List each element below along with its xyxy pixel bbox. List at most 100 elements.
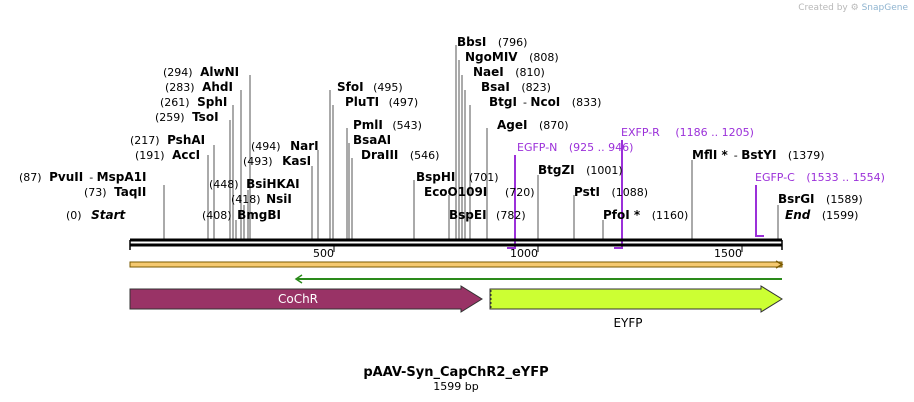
svg-text:BsaI (823): BsaI (823) bbox=[481, 80, 551, 94]
svg-text:PfoI * (1160): PfoI * (1160) bbox=[603, 208, 688, 222]
svg-text:BtgI- NcoI (833): BtgI- NcoI (833) bbox=[489, 95, 601, 109]
label-bsphi: BspHI bbox=[416, 170, 455, 184]
pos-nari: (494) bbox=[251, 140, 281, 153]
feature-cochr-label: CoChR bbox=[278, 292, 318, 306]
label-ngomiv: NgoMIV bbox=[465, 50, 518, 64]
pos-tsoi: (259) bbox=[155, 111, 185, 124]
pos-sfoi: (495) bbox=[373, 81, 403, 94]
svg-text:BsaAI: BsaAI bbox=[353, 133, 391, 147]
label-ncoi: NcoI bbox=[530, 95, 560, 109]
primer-egfp-c-range: (1533 .. 1554) bbox=[806, 171, 885, 184]
watermark-brand: SnapGene bbox=[861, 3, 908, 13]
label-pluti: PluTI bbox=[345, 95, 379, 109]
svg-text:(73) TaqII: (73) TaqII bbox=[84, 185, 146, 199]
label-bsrgi: BsrGI bbox=[778, 192, 815, 206]
map-length: 1599 bp bbox=[433, 380, 478, 393]
label-acci: AccI bbox=[172, 148, 200, 162]
label-kasi: KasI bbox=[282, 154, 311, 168]
label-tsoi: TsoI bbox=[192, 110, 218, 124]
svg-text:PluTI (497): PluTI (497) bbox=[345, 95, 418, 109]
svg-text:(261) SphI: (261) SphI bbox=[160, 95, 227, 109]
pos-psti: (1088) bbox=[611, 186, 648, 199]
label-alwni: AlwNI bbox=[200, 65, 239, 79]
ruler-tick-1500: 1500 bbox=[714, 247, 742, 260]
svg-text:(191) AccI: (191) AccI bbox=[135, 148, 200, 162]
ruler-tick-1000: 1000 bbox=[510, 247, 538, 260]
primer-labels: EGFP-N (925 .. 946) EXFP-R (1186 .. 1205… bbox=[517, 126, 885, 184]
label-nari: NarI bbox=[290, 139, 319, 153]
map-title: pAAV-Syn_CapChR2_eYFP bbox=[363, 365, 548, 380]
label-pvuii: PvuII bbox=[49, 170, 83, 184]
pos-start: (0) bbox=[66, 209, 82, 222]
label-end: End bbox=[785, 208, 811, 222]
svg-text:(720): (720) bbox=[505, 186, 535, 199]
label-pfoi: PfoI * bbox=[603, 208, 641, 222]
svg-text:BsrGI (1589): BsrGI (1589) bbox=[778, 192, 863, 206]
svg-text:BspEI (782): BspEI (782) bbox=[449, 208, 526, 222]
svg-text:(259) TsoI: (259) TsoI bbox=[155, 110, 219, 124]
feature-eyfp-label: EYFP bbox=[613, 316, 642, 330]
svg-text:PmlI (543): PmlI (543) bbox=[353, 118, 422, 132]
pos-naei: (810) bbox=[515, 66, 545, 79]
pos-btgi: (833) bbox=[572, 96, 602, 109]
pos-pshai: (217) bbox=[130, 134, 160, 147]
label-bspei: BspEI bbox=[449, 208, 487, 222]
pos-agei: (870) bbox=[539, 119, 569, 132]
ruler-tick-500: 500 bbox=[313, 247, 334, 260]
label-bsaai: BsaAI bbox=[353, 133, 391, 147]
pos-bsphi: (701) bbox=[469, 171, 499, 184]
primer-egfp-n-label: EGFP-N bbox=[517, 141, 557, 154]
enzyme-labels: (0) Start (73) TaqII (87) PvuII- MspA1I … bbox=[19, 65, 319, 222]
svg-text:EXFP-R (1186 .. 1205): EXFP-R (1186 .. 1205) bbox=[621, 126, 754, 139]
pos-end: (1599) bbox=[822, 209, 859, 222]
label-mspa1i: MspA1I bbox=[97, 170, 147, 184]
svg-text:(217) PshAI: (217) PshAI bbox=[130, 133, 205, 147]
label-psti: PstI bbox=[574, 185, 600, 199]
primer-exfp-r-label: EXFP-R bbox=[621, 126, 660, 139]
pos-ahdi: (283) bbox=[165, 81, 195, 94]
snapgene-logo-icon: ⚙ bbox=[850, 3, 859, 13]
svg-text:MflI *- BstYI (1379): MflI *- BstYI (1379) bbox=[692, 148, 825, 162]
svg-text:(494) NarI: (494) NarI bbox=[251, 139, 319, 153]
svg-text:EcoO109I: EcoO109I bbox=[424, 185, 487, 199]
pos-bbsi: (796) bbox=[498, 36, 528, 49]
pos-bspei: (782) bbox=[496, 209, 526, 222]
primer-egfp-c-label: EGFP-C bbox=[755, 171, 795, 184]
pos-nsii: (418) bbox=[231, 193, 261, 206]
svg-text:(448) BsiHKAI: (448) BsiHKAI bbox=[209, 177, 300, 191]
svg-text:NaeI (810): NaeI (810) bbox=[473, 65, 545, 79]
svg-text:BbsI (796): BbsI (796) bbox=[457, 35, 527, 49]
svg-text:PstI (1088): PstI (1088) bbox=[574, 185, 648, 199]
pos-taqii: (73) bbox=[84, 186, 107, 199]
svg-text:(493) KasI: (493) KasI bbox=[243, 154, 311, 168]
svg-text:EGFP-N (925 .. 946): EGFP-N (925 .. 946) bbox=[517, 141, 633, 154]
label-pmli: PmlI bbox=[353, 118, 383, 132]
svg-text:(87) PvuII- MspA1I: (87) PvuII- MspA1I bbox=[19, 170, 146, 184]
pos-pfoi: (1160) bbox=[652, 209, 689, 222]
label-bsihkai: BsiHKAI bbox=[246, 177, 300, 191]
svg-text:NgoMIV (808): NgoMIV (808) bbox=[465, 50, 559, 64]
feature-eyfp-arrow[interactable] bbox=[489, 285, 783, 313]
pos-bsrgi: (1589) bbox=[826, 193, 863, 206]
pos-pvuii: (87) bbox=[19, 171, 42, 184]
svg-text:DraIII (546): DraIII (546) bbox=[361, 148, 439, 162]
label-agei: AgeI bbox=[497, 118, 527, 132]
label-pshai: PshAI bbox=[167, 133, 205, 147]
pos-bsaai: (546) bbox=[410, 149, 440, 162]
snapgene-watermark: Created by ⚙ SnapGene bbox=[798, 3, 908, 13]
svg-text:(0) Start: (0) Start bbox=[66, 208, 126, 222]
label-start: Start bbox=[91, 208, 126, 222]
pos-sphi: (261) bbox=[160, 96, 190, 109]
feature-cochr-arrow[interactable] bbox=[129, 285, 483, 313]
svg-text:(418) NsiI: (418) NsiI bbox=[231, 192, 292, 206]
svg-text:(283) AhdI: (283) AhdI bbox=[165, 80, 233, 94]
orange-feature-bar bbox=[129, 261, 783, 268]
label-bstyi: BstYI bbox=[741, 148, 776, 162]
label-taqii: TaqII bbox=[114, 185, 146, 199]
pos-bmgbi: (408) bbox=[202, 209, 232, 222]
primer-exfp-r-range: (1186 .. 1205) bbox=[675, 126, 754, 139]
watermark-prefix: Created by bbox=[798, 3, 848, 13]
pos-pluti: (497) bbox=[389, 96, 419, 109]
label-bsai: BsaI bbox=[481, 80, 510, 94]
